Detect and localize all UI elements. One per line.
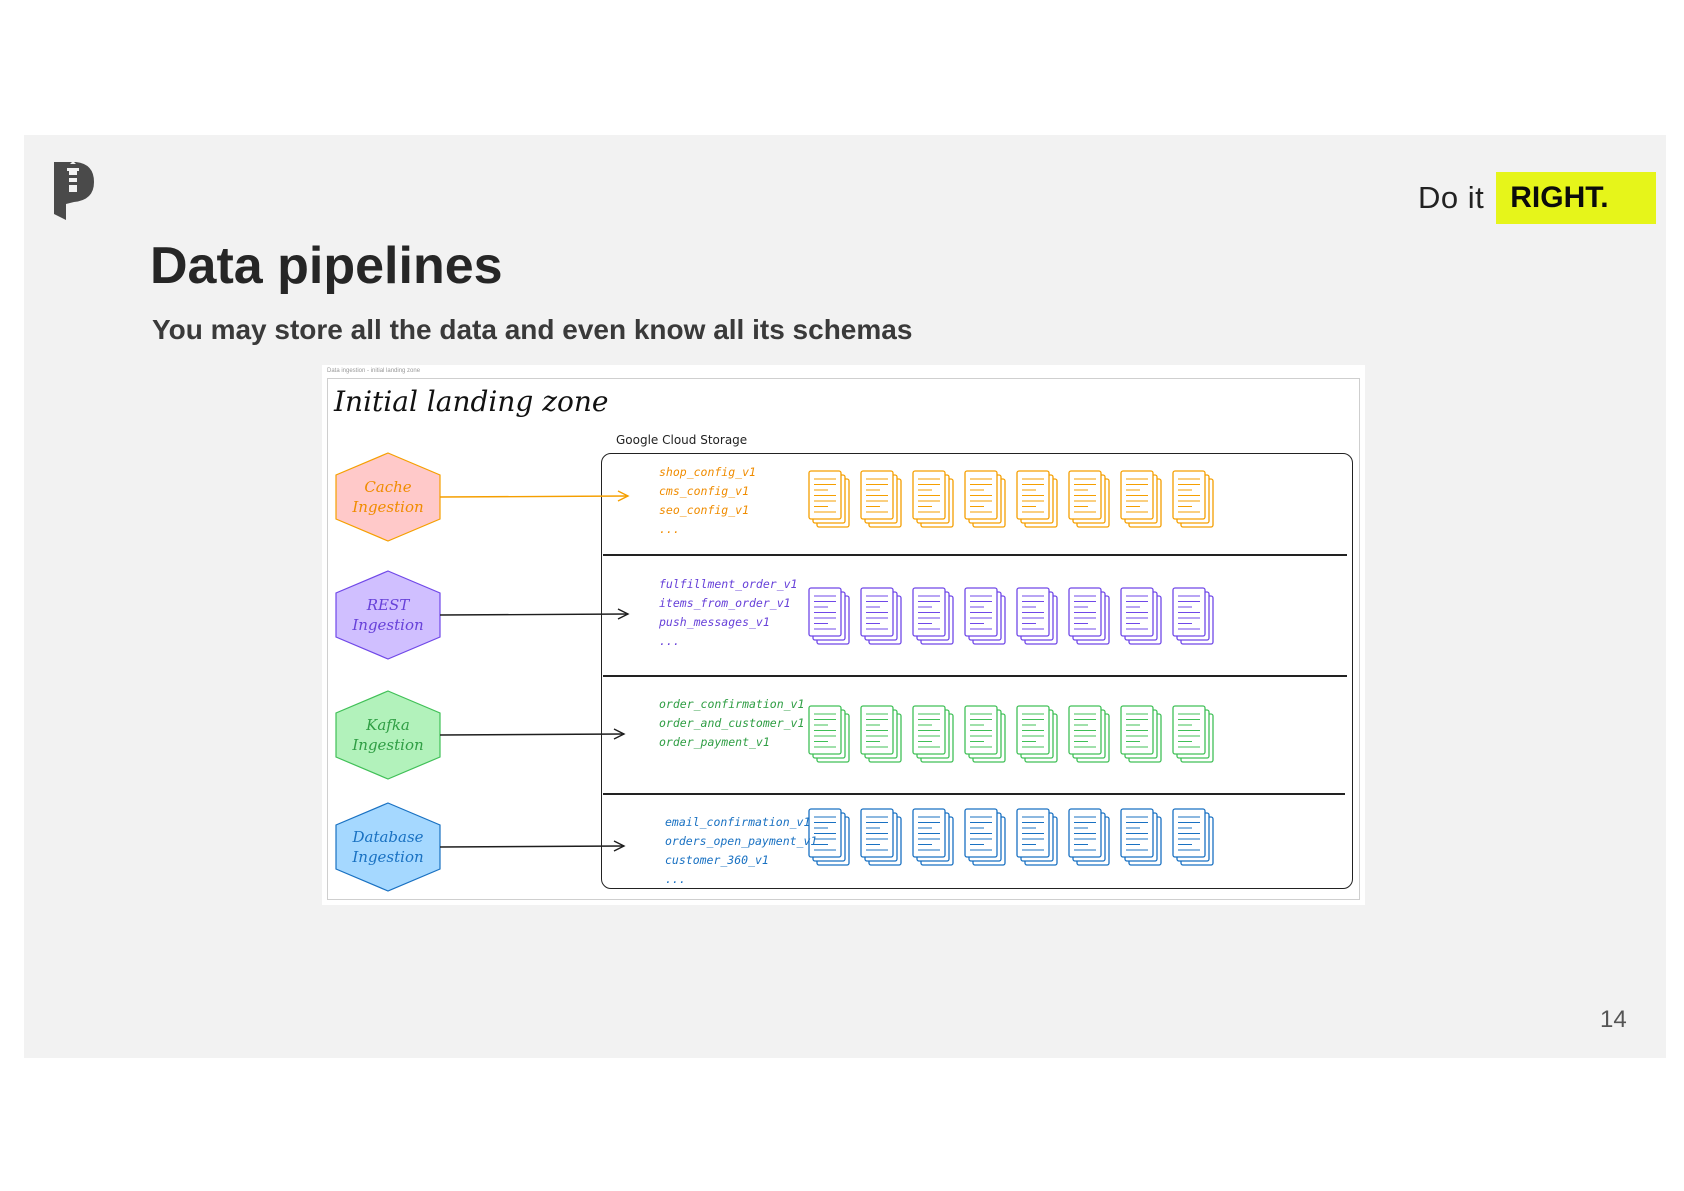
ingestion-hexagon bbox=[335, 802, 441, 892]
document-stack-icon bbox=[808, 808, 850, 866]
ingestion-label-line1: REST bbox=[366, 596, 410, 614]
document-stack-icon bbox=[912, 587, 954, 645]
schema-item: shop_config_v1 bbox=[659, 465, 756, 479]
schema-item: order_confirmation_v1 bbox=[659, 697, 805, 711]
document-stack-icon bbox=[1016, 808, 1058, 866]
tagline-highlight: RIGHT. bbox=[1496, 172, 1657, 224]
document-stack-icon bbox=[860, 470, 902, 528]
document-stack-icon bbox=[964, 705, 1006, 763]
document-stack-icon bbox=[912, 705, 954, 763]
storage-container bbox=[601, 453, 1353, 889]
ingestion-label-line1: Kafka bbox=[366, 716, 410, 734]
ingestion-label-line1: Cache bbox=[364, 478, 412, 496]
schema-list: shop_config_v1 cms_config_v1 seo_config_v1… bbox=[659, 463, 756, 539]
document-stack-icon bbox=[860, 705, 902, 763]
document-stack-icon bbox=[1172, 470, 1214, 528]
document-stack-icon bbox=[1016, 470, 1058, 528]
schema-item: customer_360_v1 bbox=[665, 853, 769, 867]
diagram-frame bbox=[327, 378, 1360, 900]
schema-item: items_from_order_v1 bbox=[659, 596, 791, 610]
schema-list: email_confirmation_v1 orders_open_payment… bbox=[665, 813, 817, 889]
document-stack-icon bbox=[1016, 587, 1058, 645]
document-stack-icon bbox=[808, 470, 850, 528]
document-stack-icon bbox=[808, 705, 850, 763]
ingestion-hexagon bbox=[335, 452, 441, 542]
ingestion-label-line2: Ingestion bbox=[352, 616, 424, 634]
ingestion-arrow bbox=[439, 495, 629, 498]
ingestion-label-line2: Ingestion bbox=[352, 736, 424, 754]
ingestion-hexagon bbox=[335, 570, 441, 660]
arrow-head bbox=[613, 840, 626, 852]
schema-item: fulfillment_order_v1 bbox=[659, 577, 798, 591]
schema-item: cms_config_v1 bbox=[659, 484, 750, 498]
storage-label: Google Cloud Storage bbox=[616, 433, 748, 447]
schema-item: seo_config_v1 bbox=[659, 503, 750, 517]
document-stack-icon bbox=[1172, 808, 1214, 866]
brand-tagline: Do it RIGHT. bbox=[1418, 172, 1657, 224]
document-stack-icon bbox=[1068, 470, 1110, 528]
document-stack-icon bbox=[1016, 705, 1058, 763]
schema-item: ... bbox=[659, 522, 680, 536]
document-stack-icon bbox=[1068, 705, 1110, 763]
document-stack-icon bbox=[1120, 470, 1162, 528]
ingestion-hexagon bbox=[335, 690, 441, 780]
arrow-head bbox=[613, 728, 626, 740]
document-stack-icon bbox=[912, 808, 954, 866]
document-stack-icon bbox=[1120, 808, 1162, 866]
schema-item: ... bbox=[659, 634, 680, 648]
document-stack-icon bbox=[1172, 587, 1214, 645]
document-stack-icon bbox=[808, 587, 850, 645]
schema-item: ... bbox=[665, 872, 686, 886]
lighthouse-logo-icon bbox=[54, 161, 94, 220]
page-subtitle: You may store all the data and even know… bbox=[152, 314, 913, 345]
document-stack-icon bbox=[964, 587, 1006, 645]
ingestion-label-line1: Database bbox=[352, 828, 424, 846]
schema-item: push_messages_v1 bbox=[659, 615, 770, 629]
schema-item: orders_open_payment_v1 bbox=[665, 834, 818, 848]
ingestion-arrow bbox=[439, 613, 629, 616]
diagram-caption: Data ingestion - initial landing zone bbox=[327, 368, 421, 374]
ingestion-arrow bbox=[439, 845, 625, 848]
ingestion-label-line2: Ingestion bbox=[352, 848, 424, 866]
diagram-heading: Initial landing zone bbox=[334, 385, 609, 418]
document-stack-icon bbox=[1120, 705, 1162, 763]
document-stack-icon bbox=[964, 808, 1006, 866]
arrow-head bbox=[617, 490, 630, 502]
document-stack-icon bbox=[860, 808, 902, 866]
page-title: Data pipelines bbox=[150, 237, 503, 295]
document-stack-icon bbox=[1172, 705, 1214, 763]
ingestion-label-line2: Ingestion bbox=[352, 498, 424, 516]
ingestion-label: REST Ingestion bbox=[338, 595, 438, 635]
document-stack-icon bbox=[964, 470, 1006, 528]
diagram-svg bbox=[335, 452, 1347, 892]
page-number: 14 bbox=[1600, 1006, 1627, 1033]
ingestion-arrow bbox=[439, 733, 625, 736]
document-stack-icon bbox=[860, 587, 902, 645]
schema-list: order_confirmation_v1 order_and_customer_… bbox=[659, 695, 804, 752]
schema-item: email_confirmation_v1 bbox=[665, 815, 811, 829]
schema-item: order_and_customer_v1 bbox=[659, 716, 805, 730]
tagline-prefix: Do it bbox=[1418, 180, 1485, 215]
document-stack-icon bbox=[1068, 808, 1110, 866]
document-stack-icon bbox=[1120, 587, 1162, 645]
diagram-card: Data ingestion - initial landing zone In… bbox=[322, 365, 1365, 905]
arrow-head bbox=[617, 608, 630, 620]
schema-item: order_payment_v1 bbox=[659, 735, 770, 749]
document-stack-icon bbox=[912, 470, 954, 528]
document-stack-icon bbox=[1068, 587, 1110, 645]
